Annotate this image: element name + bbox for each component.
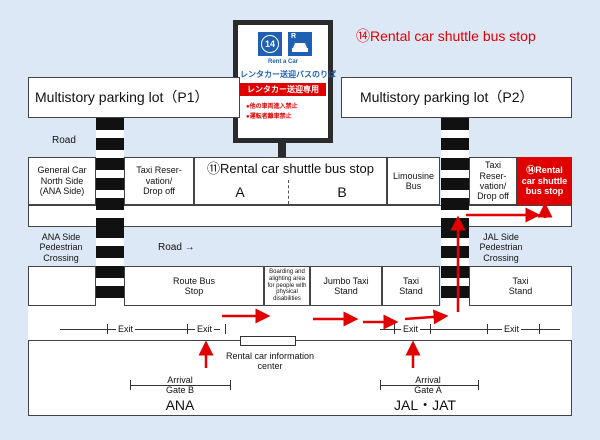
crossing-left-lower bbox=[96, 226, 124, 306]
gate-a-tick-left bbox=[380, 380, 381, 390]
info-center-marker bbox=[240, 336, 296, 346]
jal-crossing-label: JAL Side Pedestrian Crossing bbox=[479, 232, 523, 263]
sign-number: 14 bbox=[261, 35, 279, 53]
taxi-stand-left-label: Taxi Stand bbox=[399, 275, 423, 296]
gate-b-tick-left bbox=[130, 380, 131, 390]
taxi-reservation-right: Taxi Reser- vation/ Drop off bbox=[469, 157, 517, 205]
taxi-reservation-left: Taxi Reser- vation/ Drop off bbox=[124, 157, 194, 205]
gate-a-tick-right bbox=[478, 380, 479, 390]
exit-tick-5 bbox=[430, 324, 431, 334]
gate-b-tick-right bbox=[230, 380, 231, 390]
exit-tick-3 bbox=[225, 324, 226, 334]
taxi-stand-left: Taxi Stand bbox=[382, 266, 440, 306]
sign-p-mark: R bbox=[291, 33, 297, 40]
rental-stop-11-label: ⑪Rental car shuttle bus stop bbox=[207, 161, 374, 176]
taxi-stand-right: Taxi Stand bbox=[469, 266, 572, 306]
boarding-area-label: Boarding and alighting area for people w… bbox=[267, 268, 307, 303]
sign-number-badge: 14 bbox=[258, 32, 282, 56]
exit-tick-2 bbox=[187, 324, 188, 334]
sign-band-jp: レンタカー送迎専用 bbox=[247, 85, 319, 94]
general-car-area: General Car North Side (ANA Side) bbox=[28, 157, 96, 205]
taxi-stand-right-label: Taxi Stand bbox=[508, 275, 533, 296]
gate-a-label: Arrival Gate A bbox=[414, 375, 442, 396]
sign-rent-label: Rent a Car bbox=[267, 59, 298, 65]
exit-tick-7 bbox=[539, 324, 540, 334]
jumbo-taxi-stand: Jumbo Taxi Stand bbox=[310, 266, 382, 306]
parking-lot-p1: Multistory parking lot（P1） bbox=[28, 77, 240, 118]
rental-car-sign: 14 R Rent a Car レンタカー送迎バスのりば レンタカー送迎専用 ●… bbox=[233, 20, 336, 143]
crossing-right-upper bbox=[441, 118, 469, 226]
airline-ana: ANA bbox=[165, 397, 195, 413]
jumbo-taxi-stand-label: Jumbo Taxi Stand bbox=[323, 275, 369, 296]
upper-curb-strip bbox=[28, 205, 572, 227]
lower-left-blank bbox=[28, 266, 96, 306]
limousine-bus-label: Limousine Bus bbox=[392, 170, 435, 191]
rental-stop-14-label: ⑭Rental car shuttle bus stop bbox=[521, 165, 568, 197]
sign-red-band: レンタカー送迎専用 bbox=[240, 83, 326, 96]
headline: ⑭Rental car shuttle bus stop bbox=[356, 28, 536, 44]
parking-lot-p2: Multistory parking lot（P2） bbox=[341, 77, 572, 118]
gate-b-label: Arrival Gate B bbox=[165, 375, 194, 396]
gate-b-line bbox=[130, 385, 230, 386]
car-icon: R bbox=[288, 32, 312, 56]
info-center-label: Rental car information center bbox=[225, 351, 315, 372]
exit-tick-6 bbox=[487, 324, 488, 334]
route-bus-stop-label: Route Bus Stop bbox=[172, 275, 216, 296]
sign-face: 14 R Rent a Car レンタカー送迎バスのりば レンタカー送迎専用 ●… bbox=[238, 25, 336, 138]
parking-lot-p2-label: Multistory parking lot（P2） bbox=[360, 89, 534, 106]
ana-crossing-label: ANA Side Pedestrian Crossing bbox=[39, 232, 83, 263]
sign-title-jp: レンタカー送迎バスのりば bbox=[240, 70, 336, 79]
exit-tick-4 bbox=[394, 324, 395, 334]
gate-a-line bbox=[380, 385, 478, 386]
sign-rule-1: ●他の車両進入禁止 bbox=[246, 104, 298, 110]
sign-pole bbox=[278, 143, 286, 157]
rental-stop-11: ⑪Rental car shuttle bus stop bbox=[194, 157, 387, 205]
road-top-label: Road bbox=[52, 135, 76, 146]
exit-3: Exit bbox=[401, 324, 421, 335]
boarding-area: Boarding and alighting area for people w… bbox=[264, 266, 310, 306]
exit-4: Exit bbox=[502, 324, 522, 335]
zone-a-label: A bbox=[235, 184, 245, 200]
road-middle-label: Road → bbox=[158, 242, 195, 253]
terminal-building bbox=[28, 340, 572, 416]
exit-line-left bbox=[60, 329, 220, 330]
taxi-reservation-right-label: Taxi Reser- vation/ Drop off bbox=[477, 160, 509, 202]
exit-tick-1 bbox=[107, 324, 108, 334]
route-bus-stop: Route Bus Stop bbox=[124, 266, 264, 306]
crossing-right-lower bbox=[441, 226, 469, 306]
sign-rule-2: ●運転者離車禁止 bbox=[246, 114, 292, 120]
rental-stop-14: ⑭Rental car shuttle bus stop bbox=[517, 157, 572, 205]
airline-jal: JAL・JAT bbox=[394, 397, 456, 413]
parking-lot-p1-label: Multistory parking lot（P1） bbox=[35, 89, 209, 106]
exit-1: Exit bbox=[116, 324, 136, 335]
limousine-bus-area: Limousine Bus bbox=[387, 157, 440, 205]
sidewalk bbox=[28, 306, 572, 340]
zone-b-label: B bbox=[337, 184, 347, 200]
exit-2: Exit bbox=[195, 324, 215, 335]
taxi-reservation-left-label: Taxi Reser- vation/ Drop off bbox=[136, 165, 182, 197]
exit-line-right bbox=[380, 329, 560, 330]
general-car-label: General Car North Side (ANA Side) bbox=[37, 165, 87, 197]
zone-divider bbox=[288, 180, 289, 204]
crossing-left-upper bbox=[96, 118, 124, 226]
